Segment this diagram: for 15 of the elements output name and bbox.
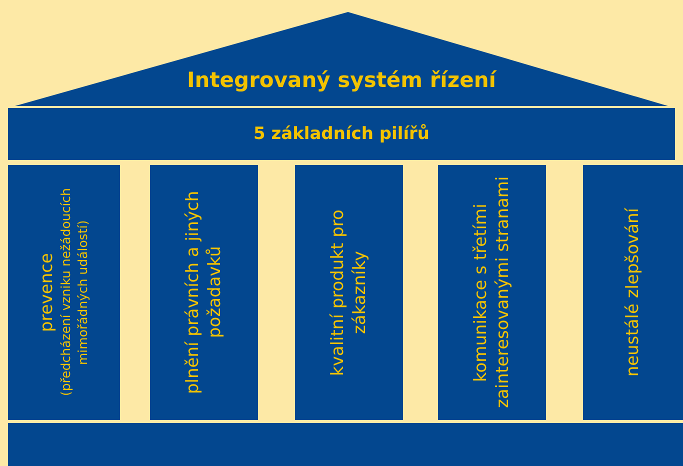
pillar-panel [8, 165, 120, 420]
pillar-label: prevence [36, 252, 58, 334]
pillar-label: neustálé zlepšování [622, 208, 644, 377]
pillar-label: plnění právních a jiných požadavků [182, 190, 226, 396]
pillar-label: kvalitní produkt pro zákazníky [326, 208, 371, 378]
beam-panel [8, 108, 675, 160]
pillar-note: (předcházení vzniku nežádoucích mimořádných událostí) [58, 188, 92, 398]
pillar-panel [438, 165, 546, 420]
pillar-panel [150, 165, 258, 420]
pillar-label: komunikace s třetími zainteresovanými stranami [470, 176, 514, 410]
base-slab [8, 423, 683, 466]
pillar-panel [295, 165, 403, 420]
pillar-panel [583, 165, 683, 420]
roof-title: Integrovaný systém řízení [187, 68, 496, 92]
beam-label: 5 základních pilířů [253, 124, 430, 144]
